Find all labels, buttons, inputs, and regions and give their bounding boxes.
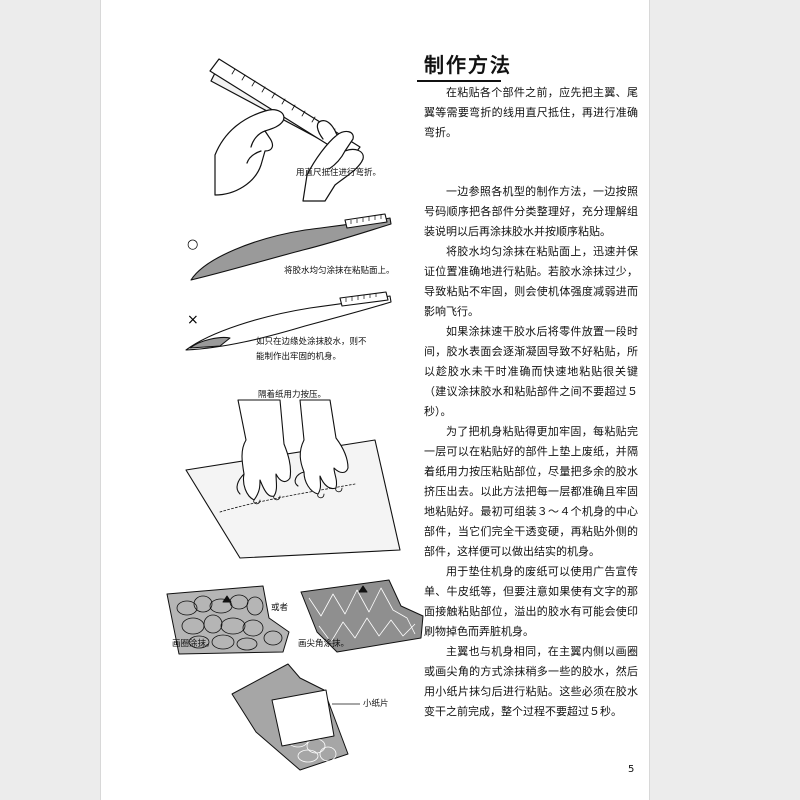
document-page [100, 0, 650, 800]
paper-piece-caption: 小纸片 [363, 699, 389, 709]
paragraph: 为了把机身粘贴得更加牢固，每粘贴完一层可以在粘贴好的部件上垫上废纸，并隔着纸用力… [424, 425, 638, 558]
paragraph: 一边参照各机型的制作方法，一边按照号码顺序把各部件分类整理好，充分理解组装说明以… [424, 185, 638, 238]
glue-even-illustration [190, 213, 392, 281]
good-mark-icon: ○ [187, 237, 199, 252]
or-caption: 或者 [271, 603, 289, 613]
press-paper-illustration [185, 399, 401, 559]
section-title: 制作方法 [424, 53, 512, 77]
glue-edge-caption-line2: 能制作出牢固的机身。 [256, 352, 342, 362]
circle-smear-caption: 画圈涂抹。 [172, 639, 215, 649]
title-underline [417, 80, 501, 82]
circle-smear-illustration [166, 585, 290, 655]
paragraph: 在粘贴各个部件之前，应先把主翼、尾翼等需要弯折的线用直尺抵住，再进行准确弯折。 [424, 86, 638, 139]
paper-piece-illustration [231, 663, 360, 771]
glue-even-caption: 将胶水均匀涂抹在粘贴面上。 [284, 266, 395, 276]
press-caption: 隔着纸用力按压。 [258, 390, 327, 400]
zigzag-smear-illustration [300, 579, 424, 653]
bad-mark-icon: × [187, 312, 199, 328]
paragraph: 用于垫住机身的废纸可以使用广告宣传单、牛皮纸等，但要注意如果使有文字的那面接触粘… [424, 565, 638, 638]
paragraph: 将胶水均匀涂抹在粘贴面上，迅速并保证位置准确地进行粘贴。若胶水涂抹过少，导致粘贴… [424, 245, 638, 318]
page-number: 5 [628, 764, 635, 775]
zigzag-smear-caption: 画尖角涂抹。 [298, 639, 350, 649]
body-text: 在粘贴各个部件之前，应先把主翼、尾翼等需要弯折的线用直尺抵住，再进行准确弯折。 … [424, 83, 638, 722]
paragraph: 主翼也与机身相同，在主翼内侧以画圈或画尖角的方式涂抹稍多一些的胶水，然后用小纸片… [424, 645, 638, 718]
ruler-bending-illustration [209, 58, 364, 202]
glue-edge-illustration [185, 291, 392, 351]
ruler-caption: 用直尺抵住进行弯折。 [296, 168, 382, 178]
paragraph: 如果涂抹速干胶水后将零件放置一段时间，胶水表面会逐渐凝固导致不好粘贴，所以趁胶水… [424, 325, 638, 418]
glue-edge-caption-line1: 如只在边缘处涂抹胶水，则不 [256, 337, 367, 347]
